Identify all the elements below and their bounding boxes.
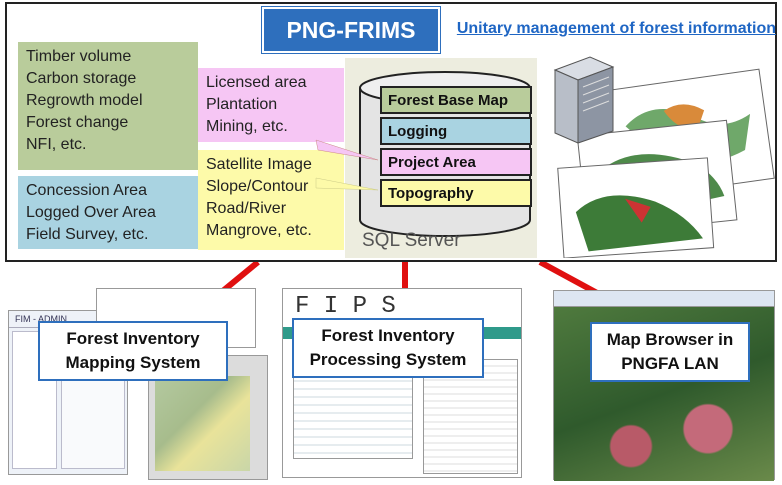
arrow-pink [315,139,379,161]
info-line: Logged Over Area [26,204,156,221]
info-line: Field Survey, etc. [26,226,149,243]
title-badge: PNG-FRIMS [262,7,440,53]
layer-project-area: Project Area [380,148,532,176]
arrow-yellow [315,177,379,191]
info-line: Carbon storage [26,70,137,87]
info-line: Slope/Contour [206,178,309,195]
layer-forest-base-map: Forest Base Map [380,86,532,114]
info-line: NFI, etc. [26,136,87,153]
info-line: Regrowth model [26,92,143,109]
subtitle-link[interactable]: Unitary management of forest information [456,20,776,37]
fips-screenshot: F I P S [282,288,522,478]
fips-title: F I P S [295,293,396,320]
sql-server-label: SQL Server [362,230,461,251]
info-line: Forest change [26,114,129,131]
forest-maps-stack [557,68,775,258]
server-icon [553,56,615,144]
layer-topography: Topography [380,179,532,207]
info-line: Concession Area [26,182,147,199]
info-line: Mangrove, etc. [206,222,312,239]
logging-info-box: Concession Area Logged Over Area Field S… [18,176,198,249]
info-line: Mining, etc. [206,118,288,135]
analysis-info-box: Timber volume Carbon storage Regrowth mo… [18,42,198,170]
fim-map-window [148,355,268,480]
info-line: Satellite Image [206,156,312,173]
layer-logging: Logging [380,117,532,145]
browser-bar [554,291,774,307]
fim-map [155,376,250,471]
info-line: Plantation [206,96,278,113]
project-info-box: Licensed area Plantation Mining, etc. [198,68,344,142]
map-browser-screenshot [553,290,775,481]
info-line: Licensed area [206,74,307,91]
topography-info-box: Satellite Image Slope/Contour Road/River… [198,150,344,250]
info-line: Timber volume [26,48,132,65]
system-label-browser: Map Browser in PNGFA LAN [590,322,750,382]
info-line: Road/River [206,200,287,217]
system-label-processing: Forest Inventory Processing System [292,318,484,378]
system-label-mapping: Forest Inventory Mapping System [38,321,228,381]
